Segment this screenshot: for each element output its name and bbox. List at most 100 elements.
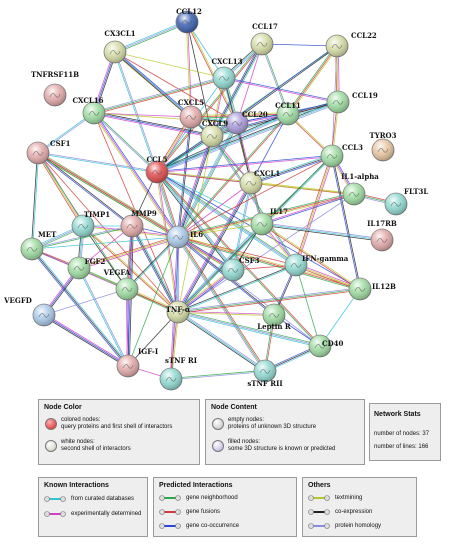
node-il17[interactable]: IL17	[250, 207, 288, 236]
structure-icon	[376, 238, 388, 243]
coexpression-label: co-expression	[335, 509, 373, 515]
others-panel: Others textmining co-expression protein …	[302, 477, 417, 537]
node-timp1[interactable]: TIMP1	[71, 210, 110, 238]
structure-icon	[354, 287, 366, 292]
node-ifn-gamma[interactable]: IFN-gamma	[284, 253, 349, 277]
edge	[295, 155, 333, 266]
structure-icon	[38, 313, 50, 318]
node-tyro3[interactable]: TYRO3	[370, 131, 397, 162]
structure-icon	[88, 111, 100, 116]
edge	[178, 123, 239, 238]
node-ccl20[interactable]: CCL20	[225, 110, 268, 135]
node-label: CX3CL1	[104, 29, 135, 38]
node-ccl12[interactable]: CCL12	[175, 7, 202, 34]
edge	[114, 52, 157, 173]
node-ccl19[interactable]: CCL19	[326, 90, 378, 114]
node-met[interactable]: MET	[20, 230, 57, 261]
node-il17rb[interactable]: IL17RB	[367, 219, 397, 252]
edge	[178, 310, 321, 346]
node-cxcl5[interactable]: CXCL5	[178, 98, 204, 129]
node-ccl11[interactable]: CCL11	[275, 101, 301, 126]
empty-node-swatch	[212, 418, 224, 430]
node-cxcl13[interactable]: CXCL13	[211, 57, 243, 90]
structure-icon	[109, 50, 121, 55]
node-fgf2[interactable]: FGF2	[67, 256, 106, 280]
node-color-panel: Node Color colored nodes: query proteins…	[38, 399, 200, 465]
network-stats-panel: Network Stats number of nodes: 37 number…	[369, 403, 441, 461]
node-label: CXCL1	[254, 169, 280, 178]
edge	[177, 264, 296, 312]
node-cxcl1[interactable]: CXCL1	[239, 169, 280, 195]
node-label: FGF2	[85, 257, 106, 266]
edge	[157, 171, 180, 237]
edge	[94, 112, 180, 237]
node-content-panel: Node Content empty nodes: proteins of un…	[205, 399, 365, 465]
edge	[251, 156, 333, 185]
node-il6[interactable]: IL6	[166, 225, 203, 249]
edge	[211, 136, 296, 266]
edge	[178, 265, 297, 313]
edge	[295, 265, 360, 291]
neighborhood-line-swatch	[159, 495, 181, 501]
edge	[156, 171, 297, 266]
homology-line-swatch	[308, 523, 330, 529]
node-vegfd[interactable]: VEGFD	[3, 296, 56, 327]
edge	[157, 156, 333, 174]
edge	[177, 237, 360, 291]
node-tnf[interactable]: TNF-α	[166, 300, 191, 324]
edge	[93, 76, 224, 113]
edge	[79, 267, 129, 366]
node-ccl22[interactable]: CCL22	[325, 31, 377, 58]
node-stnf-rii[interactable]: sTNF RII	[247, 359, 283, 388]
edge	[177, 287, 360, 312]
edge	[261, 193, 354, 224]
structure-icon	[218, 76, 230, 81]
node-ccl5[interactable]: CCL5	[145, 155, 169, 184]
edge	[176, 237, 265, 372]
structure-icon	[121, 287, 133, 292]
node-leptin-r[interactable]: Leptin R	[257, 303, 291, 331]
node-mmp9[interactable]: MMP9	[120, 209, 157, 238]
node-il1-alpha[interactable]: IL1-alpha	[341, 172, 379, 206]
node-label: VEGFD	[3, 296, 32, 305]
node-label: IGF-I	[138, 347, 158, 356]
curated-line-swatch	[44, 496, 66, 502]
edge	[177, 312, 265, 373]
edge	[261, 44, 288, 115]
node-csf3[interactable]: CSF3	[221, 256, 260, 282]
edge	[286, 45, 337, 114]
structure-icon	[49, 93, 61, 98]
experimental-line-swatch	[44, 511, 66, 517]
structure-icon	[314, 344, 326, 349]
node-csf1[interactable]: CSF1	[26, 139, 71, 165]
node-label: CXCL13	[211, 57, 242, 66]
neighborhood-label: gene neighborhood	[186, 495, 238, 501]
edge	[176, 135, 212, 237]
node-ccl17[interactable]: CCL17	[250, 22, 278, 56]
structure-icon	[245, 181, 257, 186]
edge	[38, 152, 133, 226]
edge	[125, 289, 128, 367]
node-label: sTNF RII	[247, 379, 282, 388]
edge	[115, 50, 193, 117]
node-cd40[interactable]: CD40	[308, 334, 344, 358]
node-ccl3[interactable]: CCL3	[320, 143, 363, 168]
node-flt3l[interactable]: FLT3L	[384, 187, 428, 216]
node-cx3cl1[interactable]: CX3CL1	[103, 29, 136, 64]
node-vegfa[interactable]: VEGFA	[103, 268, 139, 301]
edge	[43, 314, 129, 367]
edge	[332, 155, 362, 289]
node-cxcl9[interactable]: CXCL9	[200, 119, 228, 148]
edge	[296, 263, 361, 289]
node-il12b[interactable]: IL12B	[348, 277, 396, 301]
node-tnfrsf11b[interactable]: TNFRSF11B	[31, 70, 79, 107]
structure-icon	[326, 154, 338, 159]
node-igf-i[interactable]: IGF-I	[116, 347, 158, 378]
edge	[177, 312, 274, 317]
node-cxcl16[interactable]: CXCL16	[72, 96, 106, 125]
node-label: TNFRSF11B	[31, 70, 79, 79]
edge	[177, 311, 321, 347]
node-stnf-ri[interactable]: sTNF RI	[159, 356, 197, 391]
colored-node-swatch	[45, 418, 57, 430]
